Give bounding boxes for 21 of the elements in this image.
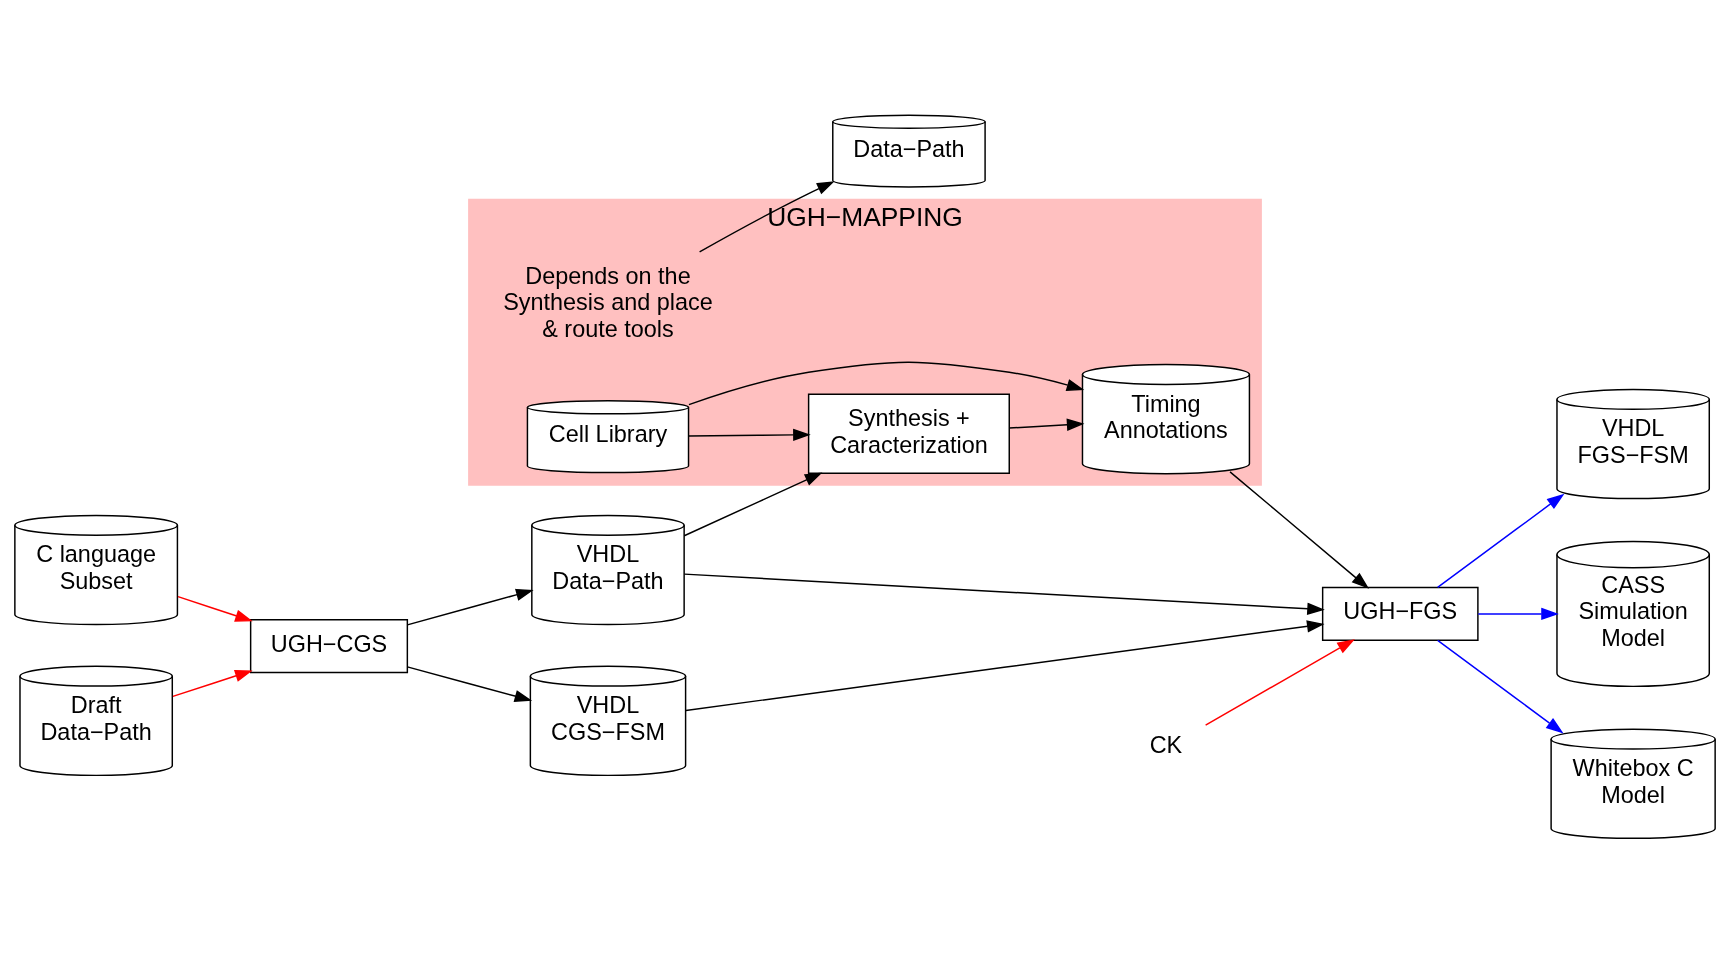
arrow	[1204, 639, 1355, 726]
node-box: UGH−CGS	[249, 619, 409, 674]
arrow	[172, 670, 253, 698]
arrow	[1477, 607, 1559, 621]
arrow	[683, 472, 823, 537]
arrow	[406, 666, 533, 703]
arrow	[1008, 418, 1085, 431]
arrow	[1436, 639, 1564, 734]
arrow	[177, 595, 253, 622]
arrow	[1436, 493, 1565, 589]
node-box: Synthesis + Caracterization	[807, 393, 1010, 475]
arrow	[685, 620, 1325, 712]
node-text: Depends on the Synthesis and place & route tools	[503, 263, 713, 342]
node-box: UGH−FGS	[1321, 586, 1479, 641]
arrow	[698, 181, 835, 253]
arrow	[688, 361, 1085, 406]
arrow	[1229, 471, 1370, 589]
arrow	[688, 428, 811, 442]
arrow	[406, 588, 534, 626]
node-text: CK	[1149, 731, 1183, 758]
arrow	[683, 573, 1325, 615]
